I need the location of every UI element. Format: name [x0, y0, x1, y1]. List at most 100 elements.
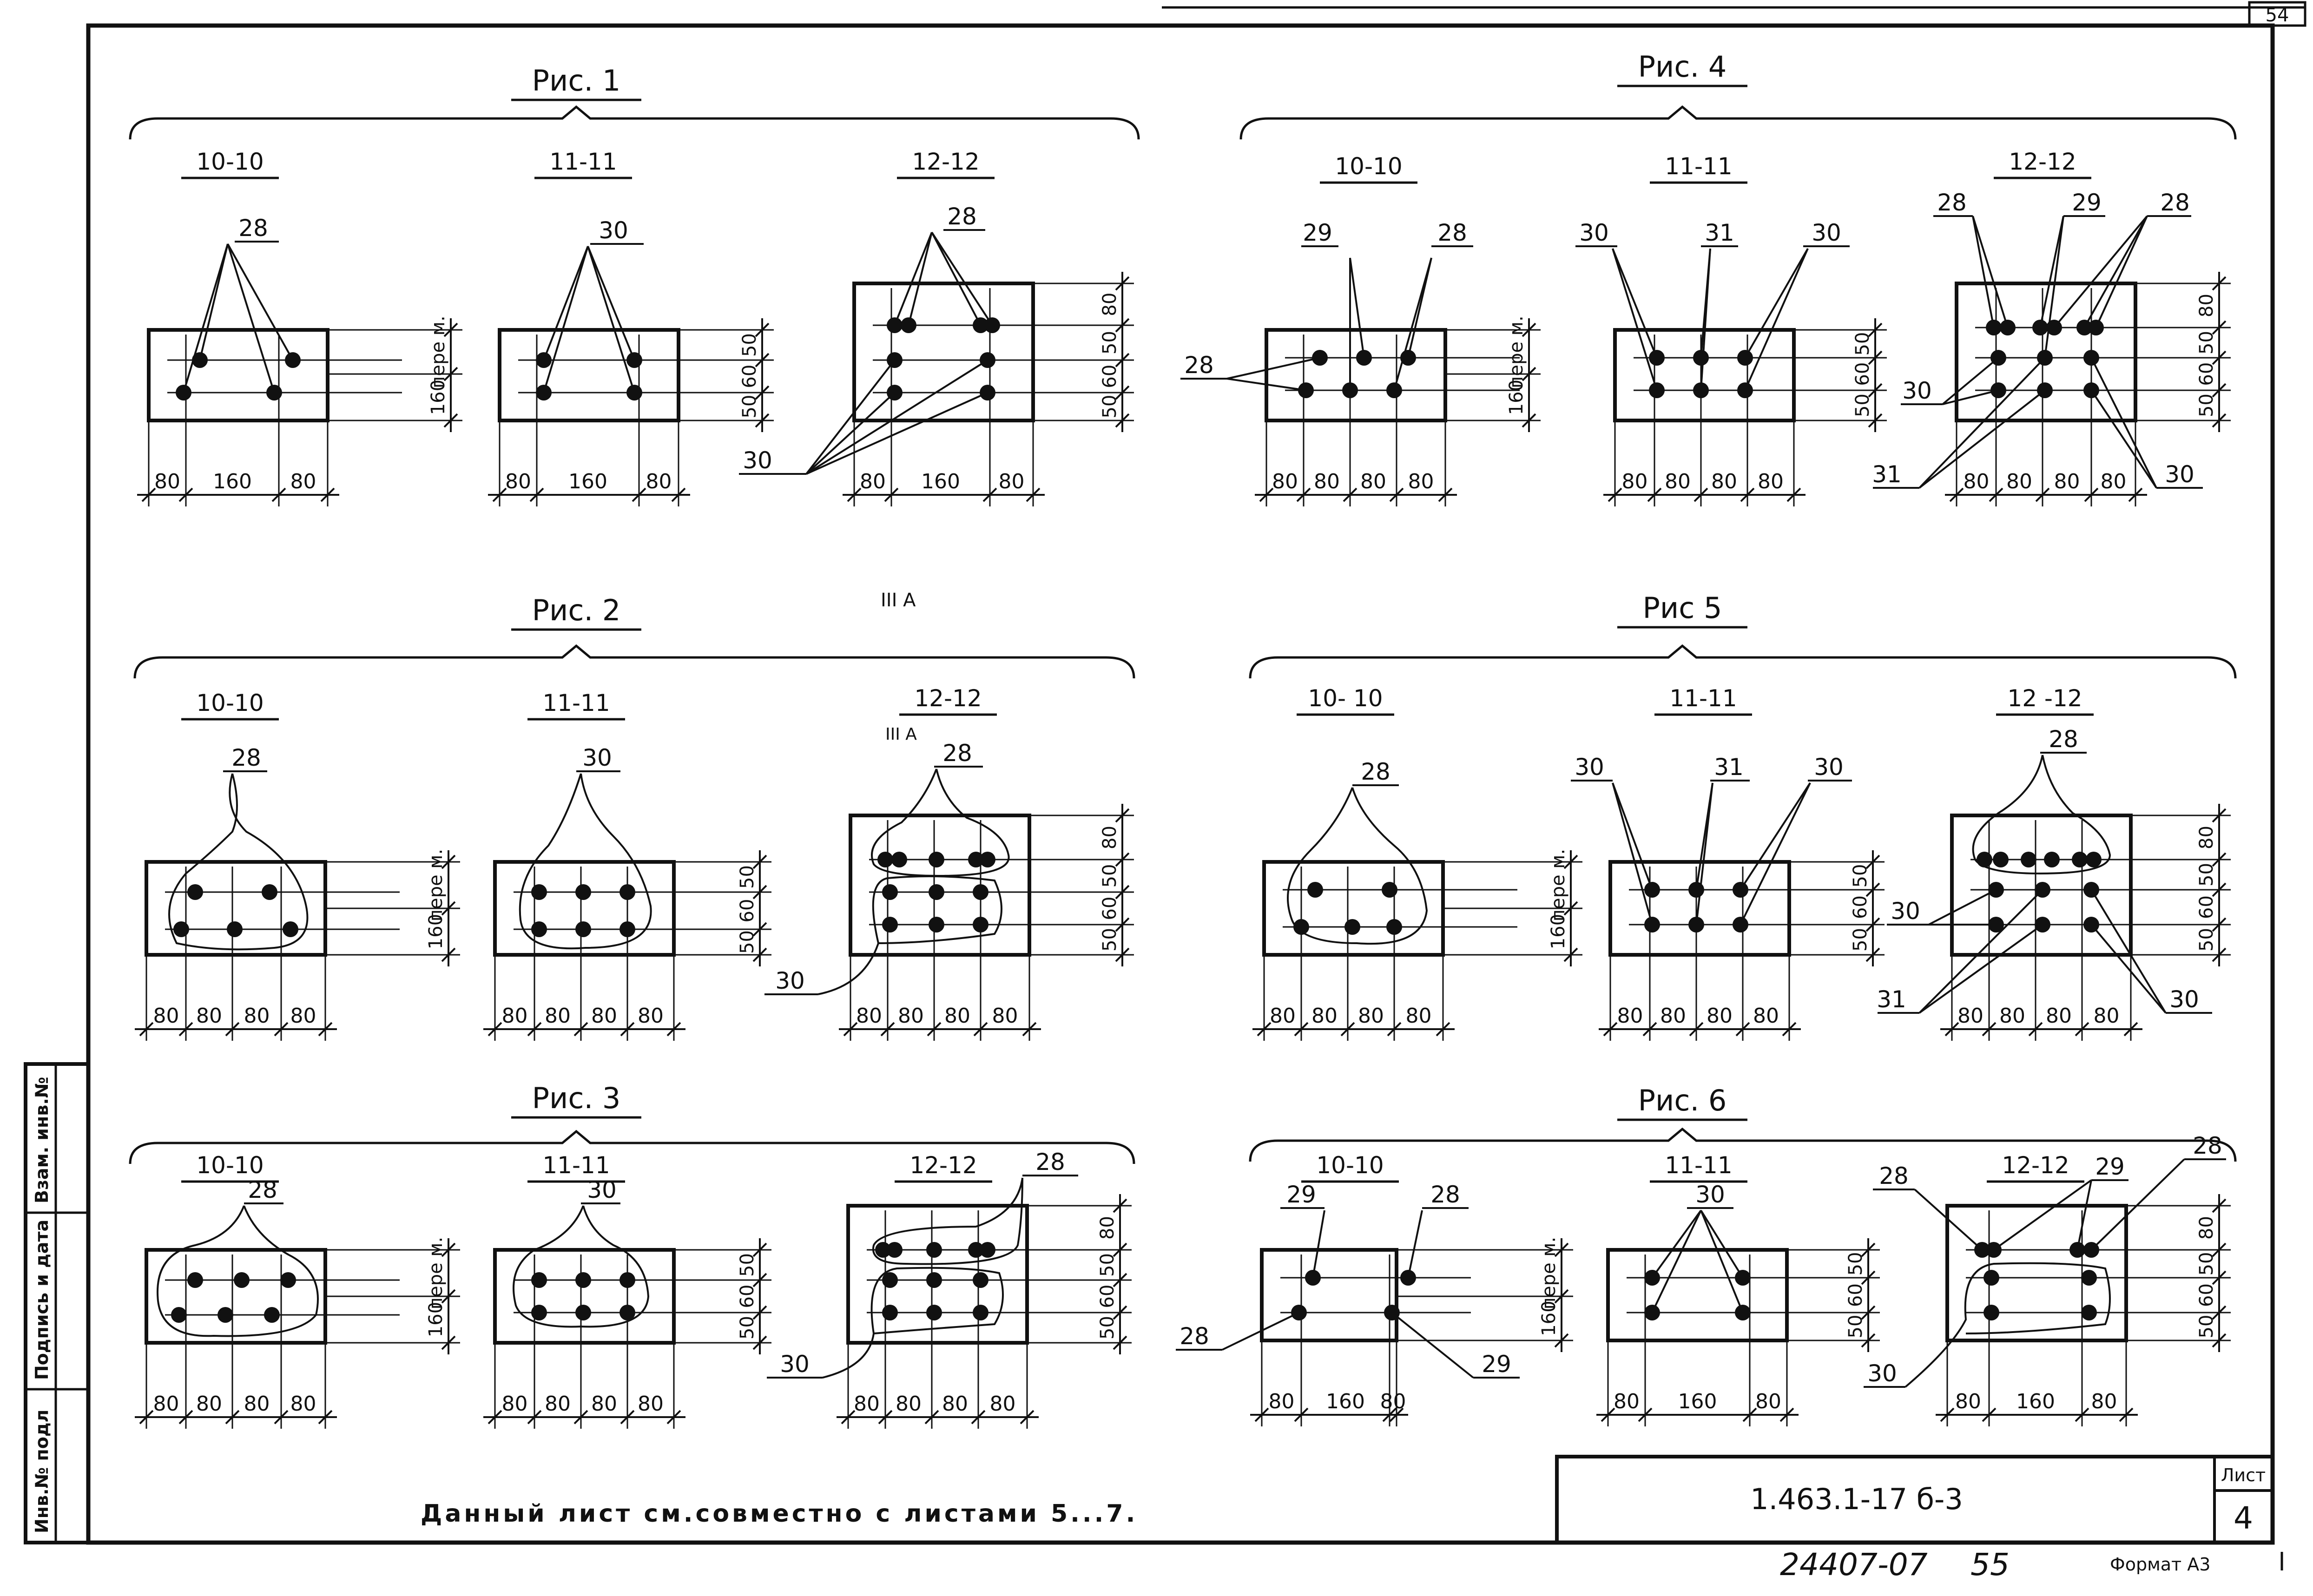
- section-outline: [147, 328, 329, 422]
- format-label: Формат А3: [2110, 1554, 2210, 1575]
- bar-mark-label: 30: [775, 967, 805, 994]
- rebar-dot: [1977, 852, 1992, 867]
- leader-line: [1942, 357, 1999, 405]
- dim-label-bottom: 80: [2101, 470, 2127, 493]
- dim-tick: [1554, 1289, 1569, 1304]
- dim-label-right: пере м.: [1548, 849, 1569, 921]
- dim-label-right: 50: [737, 1316, 758, 1340]
- dim-label-bottom: 80: [942, 1392, 968, 1416]
- dim-label-right: 60: [739, 365, 760, 388]
- dim-tick: [441, 1242, 456, 1257]
- dim-tick: [752, 1335, 767, 1350]
- dim-tick: [441, 1335, 456, 1350]
- dim-label-bottom: 80: [999, 470, 1025, 493]
- dim-tick: [271, 487, 286, 502]
- dim-label-bottom: 80: [2094, 1004, 2120, 1028]
- rebar-dot: [887, 1242, 903, 1258]
- dim-tick: [178, 1022, 193, 1037]
- dim-label-bottom: 80: [545, 1392, 571, 1416]
- dim-label-bottom: 80: [502, 1392, 528, 1416]
- leader-line: [2044, 216, 2064, 358]
- figure-title: Рис. 1: [532, 64, 621, 98]
- leader-line: [894, 232, 933, 326]
- dim-tick: [1868, 322, 1883, 337]
- dim-label-bottom: 80: [1311, 1004, 1338, 1028]
- figure-title: Рис. 3: [532, 1081, 621, 1115]
- dim-tick: [2075, 1022, 2089, 1037]
- bar-mark-label: 28: [238, 215, 268, 242]
- dim-tick: [1343, 487, 1357, 502]
- dim-tick: [1949, 487, 1964, 502]
- dim-tick: [1563, 901, 1578, 916]
- dim-label-right: пере м.: [425, 849, 447, 921]
- dim-tick: [924, 1410, 939, 1425]
- section-title: 10-10: [196, 148, 264, 175]
- dim-tick: [971, 1410, 986, 1425]
- leader-line: [2095, 216, 2148, 328]
- leader-line: [1393, 257, 1432, 391]
- dim-tick: [529, 487, 544, 502]
- dim-tick: [2075, 1407, 2089, 1422]
- dim-label-right: 60: [1099, 897, 1120, 920]
- dim-label-bottom: 80: [1665, 470, 1691, 493]
- bar-group-outline: [513, 1205, 650, 1328]
- figure-title: Рис. 4: [1638, 50, 1727, 84]
- figure-title: Рис 5: [1643, 591, 1722, 625]
- rebar-dot: [575, 1272, 591, 1288]
- dim-tick: [755, 353, 770, 368]
- leader-line: [1651, 1209, 1702, 1279]
- archive-number: 24407-07: [1780, 1547, 1928, 1583]
- bar-mark-label: 28: [1180, 1323, 1209, 1350]
- dim-label-bottom: 160: [2016, 1390, 2055, 1413]
- mark-3a-small: III А: [885, 725, 917, 744]
- side-stamp: Инв.№ подл Подпись и дата Взам. инв.№: [24, 1062, 90, 1544]
- dim-tick: [666, 1410, 681, 1425]
- dim-tick: [2212, 882, 2227, 897]
- dim-tick: [1601, 1407, 1615, 1422]
- rebar-dot: [280, 1272, 296, 1288]
- dim-tick: [2119, 1407, 2134, 1422]
- dim-tick: [1389, 487, 1404, 502]
- rebar-dot: [882, 884, 898, 900]
- dim-label-bottom: 80: [1617, 1004, 1643, 1028]
- bar-mark-label: 29: [1482, 1351, 1511, 1378]
- dim-label-right: 60: [1850, 895, 1871, 919]
- dim-label-right: 50: [2196, 863, 2217, 887]
- leader-line: [1407, 1210, 1423, 1278]
- dim-tick: [178, 487, 193, 502]
- dim-tick: [443, 413, 458, 428]
- dim-label-right: 50: [1099, 928, 1120, 952]
- bar-mark-label: 28: [1035, 1149, 1065, 1176]
- rebar-dot: [926, 1272, 942, 1288]
- dim-tick: [752, 1273, 767, 1287]
- dim-tick: [1115, 947, 1130, 962]
- dim-tick: [1522, 322, 1536, 337]
- dim-label-right: 50: [1852, 332, 1873, 356]
- rebar-dot: [882, 1305, 898, 1320]
- dim-label-right: 50: [737, 930, 758, 954]
- dim-tick: [752, 947, 767, 962]
- dim-tick: [1115, 276, 1130, 291]
- leader-line: [1972, 216, 1995, 328]
- dim-tick: [527, 1410, 542, 1425]
- dim-tick: [573, 1022, 588, 1037]
- dim-tick: [1259, 487, 1274, 502]
- rebar-dot: [171, 1307, 187, 1323]
- leader-line: [1222, 1312, 1299, 1351]
- dim-tick: [2212, 1305, 2227, 1320]
- dim-tick: [1113, 1335, 1127, 1350]
- dim-label-bottom: 80: [196, 1004, 222, 1028]
- leader-line: [1612, 782, 1653, 925]
- dim-tick: [2212, 1198, 2227, 1213]
- leader-line: [1612, 248, 1658, 391]
- leader-line: [1700, 1210, 1744, 1313]
- dim-tick: [982, 487, 997, 502]
- dim-tick: [1782, 1022, 1797, 1037]
- bar-group-outline: [168, 773, 309, 951]
- bar-mark-label: 28: [2160, 189, 2190, 216]
